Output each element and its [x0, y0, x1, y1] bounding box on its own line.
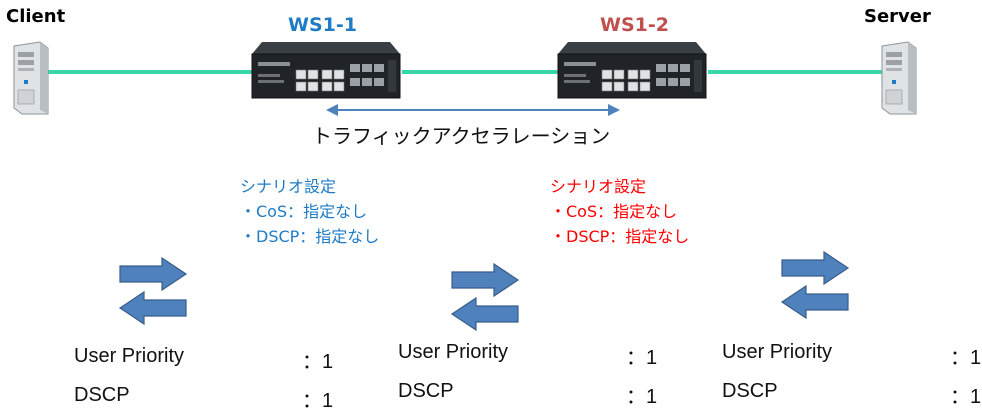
bidirectional-arrows-icon	[450, 262, 520, 332]
link-ws1-ws2	[402, 70, 558, 74]
link-ws2-server	[708, 70, 894, 74]
client-pc-icon	[13, 41, 49, 115]
qos-dscp-value: ：1	[950, 386, 982, 408]
qos-user-priority-value: ：1	[950, 347, 982, 369]
ws2-label: WS1-2	[600, 14, 669, 36]
link-client-ws1	[40, 70, 252, 74]
server-pc-icon	[881, 41, 917, 115]
ws2-switch-icon	[557, 42, 707, 99]
scenario-dscp: ・DSCP：指定なし	[240, 227, 380, 246]
qos-user-priority-value: ：1	[626, 347, 658, 369]
scenario-dscp: ・DSCP：指定なし	[550, 227, 690, 246]
client-label: Client	[6, 6, 66, 27]
scenario-cos: ・CoS：指定なし	[550, 202, 678, 221]
scenario-ws1: シナリオ設定 ・CoS：指定なし ・DSCP：指定なし	[240, 174, 379, 249]
bidirectional-arrows-icon	[780, 250, 850, 320]
qos-user-priority-label: User Priority	[74, 345, 185, 367]
qos-dscp-value: ：1	[626, 386, 658, 408]
scenario-title: シナリオ設定	[550, 177, 647, 196]
bidirectional-arrows-icon	[118, 256, 188, 326]
scenario-title: シナリオ設定	[240, 177, 337, 196]
scenario-cos: ・CoS：指定なし	[240, 202, 368, 221]
scenario-ws2: シナリオ設定 ・CoS：指定なし ・DSCP：指定なし	[550, 174, 689, 249]
acceleration-double-arrow-icon	[326, 104, 620, 116]
ws1-label: WS1-1	[288, 14, 357, 36]
ws1-switch-icon	[251, 42, 401, 99]
qos-dscp-value: ：1	[302, 390, 334, 412]
server-label: Server	[864, 6, 931, 27]
qos-user-priority-label: User Priority	[398, 341, 509, 363]
qos-user-priority-value: ：1	[302, 351, 334, 373]
qos-user-priority-label: User Priority	[722, 341, 833, 363]
qos-dscp-label: DSCP	[398, 380, 454, 402]
qos-dscp-label: DSCP	[722, 380, 778, 402]
qos-dscp-label: DSCP	[74, 384, 130, 406]
feature-label: トラフィックアクセラレーション	[312, 124, 611, 148]
